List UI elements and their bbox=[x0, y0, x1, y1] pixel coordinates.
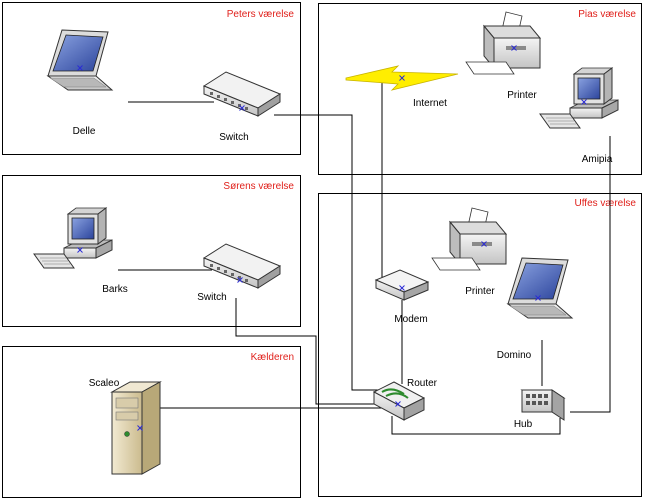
device-printer-uffe: Printer bbox=[431, 207, 507, 297]
domino-label: Domino bbox=[497, 350, 532, 361]
device-amipia: Amipia bbox=[539, 67, 619, 165]
room-title-peter: Peters værelse bbox=[227, 9, 295, 20]
device-switch-peter: Switch bbox=[203, 71, 281, 143]
device-domino: Domino bbox=[497, 257, 573, 361]
modem-label: Modem bbox=[394, 314, 427, 325]
wire-router-hub bbox=[391, 416, 561, 435]
device-router: Router bbox=[373, 378, 438, 421]
room-title-kaelder: Kælderen bbox=[251, 352, 294, 363]
server-icon bbox=[111, 381, 161, 475]
scaleo-label: Scaleo bbox=[89, 378, 120, 389]
switch-soren-label: Switch bbox=[197, 292, 226, 303]
device-scaleo: Scaleo bbox=[89, 378, 161, 475]
amipia-label: Amipia bbox=[582, 154, 613, 165]
device-internet: Internet bbox=[345, 65, 459, 109]
barks-label: Barks bbox=[102, 284, 128, 295]
wire-switch-peter-router bbox=[274, 114, 390, 391]
device-modem: Modem bbox=[375, 269, 429, 325]
device-hub: Hub bbox=[514, 389, 565, 430]
printer-pia-label: Printer bbox=[507, 90, 537, 101]
printer-uffe-label: Printer bbox=[465, 286, 495, 297]
room-title-pia: Pias værelse bbox=[578, 9, 636, 20]
device-printer-pia: Printer bbox=[465, 11, 541, 101]
device-switch-soren: Switch bbox=[197, 243, 281, 303]
device-delle: Delle bbox=[47, 29, 113, 137]
internet-label: Internet bbox=[413, 98, 447, 109]
delle-label: Delle bbox=[73, 126, 96, 137]
room-title-soren: Sørens værelse bbox=[223, 181, 294, 192]
router-label: Router bbox=[407, 378, 438, 389]
room-peter: Peters værelse bbox=[2, 2, 301, 155]
wire-switch-soren-router bbox=[235, 298, 384, 405]
room-soren: Sørens værelse bbox=[2, 175, 301, 327]
device-barks: Barks bbox=[33, 207, 128, 295]
wire-amipia-hub bbox=[570, 136, 611, 413]
hub-label: Hub bbox=[514, 419, 533, 430]
switch-peter-label: Switch bbox=[219, 132, 248, 143]
room-title-uffe: Uffes værelse bbox=[574, 198, 636, 209]
